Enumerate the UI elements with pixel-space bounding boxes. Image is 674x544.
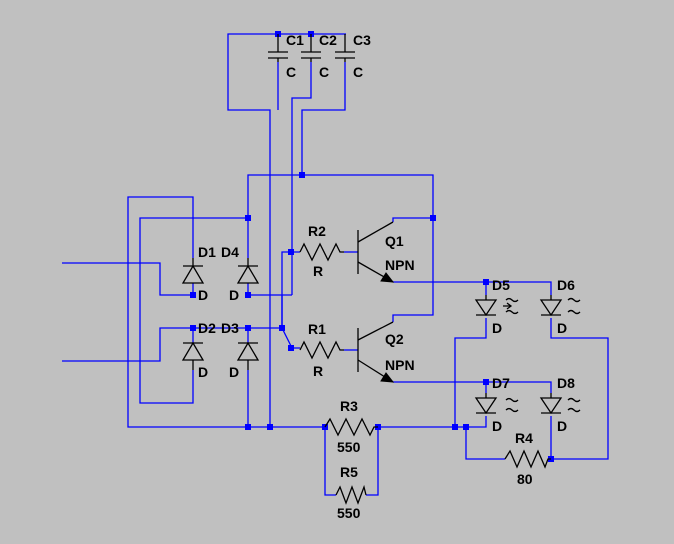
d8-ref: D8: [557, 375, 575, 391]
q1-ref: Q1: [385, 233, 404, 249]
wire-right-loop: [550, 318, 609, 460]
transistor-q1: Q1 NPN: [357, 221, 415, 283]
c3-value: C: [353, 64, 363, 80]
d8-value: D: [557, 418, 567, 434]
r4-ref: R4: [515, 430, 533, 446]
diode-d3: D3 D: [221, 320, 260, 380]
d5-ref: D5: [492, 277, 510, 293]
led-d7: D7 D: [474, 375, 519, 434]
c3-ref: C3: [353, 32, 371, 48]
wire-input-1: [62, 262, 193, 296]
c2-ref: C2: [319, 32, 337, 48]
d3-ref: D3: [221, 320, 239, 336]
r1-value: R: [313, 363, 323, 379]
capacitor-c3: C3 C: [335, 32, 371, 80]
wire-input-2: [62, 327, 193, 362]
capacitor-c2: C2 C: [301, 32, 337, 80]
wire-inner-loop: [139, 217, 248, 404]
wire-q1-emitter: [393, 281, 487, 295]
r4-value: 80: [517, 471, 533, 487]
diode-d4: D4 D: [221, 244, 260, 303]
resistor-r3: R3 550: [324, 398, 378, 455]
d1-value: D: [198, 287, 208, 303]
capacitor-c1: C1 C: [268, 32, 304, 80]
d3-value: D: [229, 364, 239, 380]
r1-ref: R1: [308, 321, 326, 337]
wire-q2-emitter: [393, 381, 487, 393]
junction-dots: [190, 31, 554, 462]
r5-value: 550: [337, 505, 361, 521]
wire-c1-loop: [227, 33, 276, 427]
wire-top-rail: [247, 174, 434, 218]
d4-ref: D4: [221, 244, 239, 260]
c2-value: C: [319, 64, 329, 80]
q1-value: NPN: [385, 257, 415, 273]
c1-ref: C1: [286, 32, 304, 48]
led-d6: D6 D: [539, 277, 581, 336]
wire-c2: [291, 62, 312, 295]
q2-ref: Q2: [385, 331, 404, 347]
d6-ref: D6: [557, 277, 575, 293]
d2-value: D: [198, 364, 208, 380]
wire-c3: [301, 62, 346, 175]
r5-ref: R5: [340, 464, 358, 480]
d4-value: D: [229, 287, 239, 303]
resistor-r4: R4 80: [504, 430, 551, 487]
q2-value: NPN: [385, 357, 415, 373]
wires: [62, 33, 609, 496]
resistor-r5: R5 550: [335, 464, 367, 521]
transistor-q2: Q2 NPN: [357, 321, 415, 383]
wire-outer-loop: [127, 196, 248, 428]
resistor-r1: R1 R: [299, 321, 344, 379]
r3-value: 550: [337, 439, 361, 455]
led-d5: D5 D: [474, 277, 519, 336]
wire-collector-rail: [392, 218, 434, 322]
d2-ref: D2: [198, 320, 216, 336]
c1-value: C: [286, 64, 296, 80]
d7-ref: D7: [492, 375, 510, 391]
d5-value: D: [492, 320, 502, 336]
r2-ref: R2: [308, 223, 326, 239]
resistor-r2: R2 R: [299, 223, 344, 279]
d1-ref: D1: [198, 244, 216, 260]
r2-value: R: [313, 263, 323, 279]
led-d8: D8 D: [539, 375, 581, 434]
diode-d2: D2 D: [181, 320, 216, 380]
d7-value: D: [492, 418, 502, 434]
diode-d1: D1 D: [181, 244, 216, 303]
d6-value: D: [557, 320, 567, 336]
r3-ref: R3: [340, 398, 358, 414]
